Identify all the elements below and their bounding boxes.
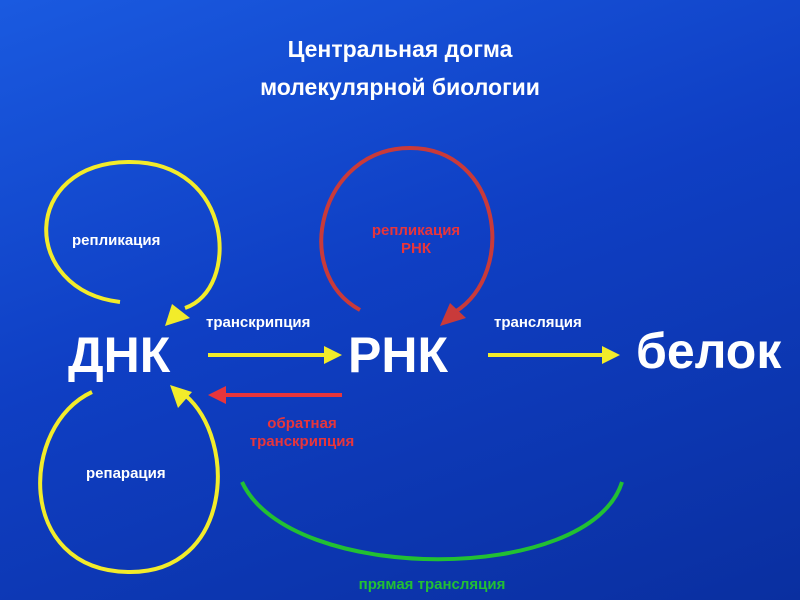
translation-arrowhead xyxy=(602,346,620,364)
replication-label: репликация xyxy=(72,232,161,249)
protein-node: белок xyxy=(636,323,782,379)
reverse-transcription-label: обратная транскрипция xyxy=(222,415,382,451)
repair-label: репарация xyxy=(86,465,166,482)
repair-loop xyxy=(38,390,220,575)
title-line-2: молекулярной биологии xyxy=(260,74,540,100)
rna-replication-label-line-1: репликация xyxy=(371,222,461,239)
reverse-transcription-label-line-2: транскрипция xyxy=(249,433,355,450)
replication-loop xyxy=(44,159,222,310)
rna-replication-arrowhead xyxy=(440,303,466,326)
replication-arrowhead xyxy=(165,304,190,326)
title-line-1: Центральная догма xyxy=(287,36,513,62)
diagram-title: Центральная догма молекулярной биологии xyxy=(0,30,800,106)
transcription-label: транскрипция xyxy=(206,314,311,331)
rna-replication-label: репликация РНК xyxy=(356,222,476,258)
reverse-transcription-label-line-1: обратная xyxy=(267,415,337,432)
transcription-arrowhead xyxy=(324,346,342,364)
rna-replication-label-line-2: РНК xyxy=(401,240,431,257)
rna-node: РНК xyxy=(348,327,448,383)
direct-translation-arc xyxy=(240,481,624,562)
rna-replication-loop xyxy=(319,145,495,314)
translation-label: трансляция xyxy=(494,314,582,331)
dna-node: ДНК xyxy=(68,327,171,383)
direct-translation-label: прямая трансляция xyxy=(358,576,506,593)
reverse-transcription-arrowhead xyxy=(208,386,226,404)
repair-arrowhead xyxy=(170,385,192,408)
